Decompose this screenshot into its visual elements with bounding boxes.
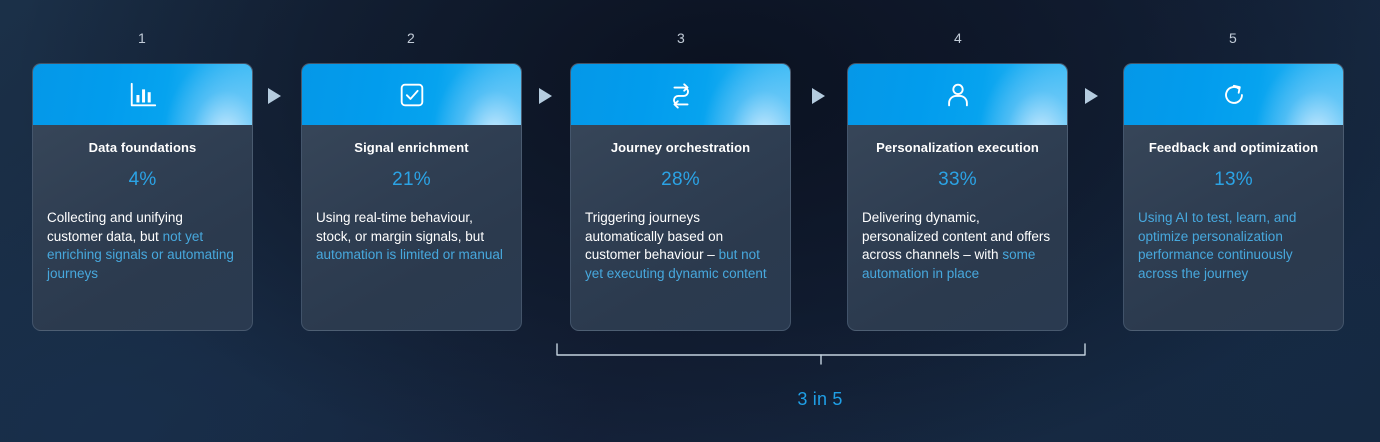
step-number-4: 4	[953, 30, 963, 46]
stage-desc-plain-1: Collecting and unifying customer data, b…	[47, 210, 183, 244]
stage-title-4: Personalization execution	[876, 140, 1039, 155]
stage-title-1: Data foundations	[88, 140, 197, 155]
step-number-5: 5	[1228, 30, 1238, 46]
stage-card-1-body: Data foundations 4% Collecting and unify…	[33, 125, 252, 283]
stage-percent-5: 13%	[1214, 169, 1253, 190]
stage-title-3: Journey orchestration	[610, 140, 751, 155]
stage-description-1: Collecting and unifying customer data, b…	[47, 209, 238, 283]
stage-card-5-header	[1124, 64, 1343, 125]
stage-desc-highlight-4: some automation in place	[862, 247, 1036, 281]
stage-card-5-body: Feedback and optimization 13% Using AI t…	[1124, 125, 1343, 283]
swap-arrows-icon	[672, 82, 689, 108]
step-number-1: 1	[137, 30, 147, 46]
stage-card-1[interactable]: Data foundations 4% Collecting and unify…	[32, 63, 253, 331]
stage-desc-highlight-2: automation is limited or manual	[316, 247, 503, 262]
stage-title-2: Signal enrichment	[354, 140, 469, 155]
stage-description-2: Using real-time behaviour, stock, or mar…	[316, 209, 507, 265]
stage-card-2[interactable]: Signal enrichment 21% Using real-time be…	[301, 63, 522, 331]
stage-desc-highlight-1: not yet enriching signals or automating …	[47, 228, 234, 281]
step-number-2: 2	[406, 30, 416, 46]
stage-description-3: Triggering journeys automatically based …	[585, 209, 776, 283]
stage-percent-2: 21%	[392, 169, 431, 190]
stage-description-4: Delivering dynamic, personalized content…	[862, 209, 1053, 283]
stage-card-4-header	[848, 64, 1067, 125]
stage-card-2-body: Signal enrichment 21% Using real-time be…	[302, 125, 521, 265]
bracket-label: 3 in 5	[797, 389, 843, 409]
separator-arrow-1	[268, 88, 281, 104]
separator-arrow-2	[539, 88, 552, 104]
stage-card-5[interactable]: Feedback and optimization 13% Using AI t…	[1123, 63, 1344, 331]
refresh-loop-icon	[1224, 84, 1243, 104]
stage-card-4-body: Personalization execution 33% Delivering…	[848, 125, 1067, 283]
user-person-icon	[947, 83, 968, 106]
stage-card-3-body: Journey orchestration 28% Triggering jou…	[571, 125, 790, 283]
stage-card-3-header	[571, 64, 790, 125]
stage-card-3[interactable]: Journey orchestration 28% Triggering jou…	[570, 63, 791, 331]
group-bracket	[556, 343, 1086, 365]
stage-title-5: Feedback and optimization	[1148, 140, 1319, 155]
stage-desc-plain-2: Using real-time behaviour, stock, or mar…	[316, 210, 485, 244]
stage-card-4[interactable]: Personalization execution 33% Delivering…	[847, 63, 1068, 331]
checkbox-check-icon	[400, 83, 423, 106]
stage-percent-4: 33%	[938, 169, 977, 190]
stage-desc-plain-3: Triggering journeys automatically based …	[585, 210, 724, 262]
bar-chart-icon	[130, 82, 156, 106]
stage-percent-3: 28%	[661, 169, 700, 190]
stage-card-1-header	[33, 64, 252, 125]
stage-description-5: Using AI to test, learn, and optimize pe…	[1138, 210, 1297, 281]
stage-card-2-header	[302, 64, 521, 125]
stage-percent-1: 4%	[128, 169, 157, 190]
separator-arrow-3	[812, 88, 825, 104]
step-number-3: 3	[676, 30, 686, 46]
separator-arrow-4	[1085, 88, 1098, 104]
stage-desc-highlight-3: but not yet executing dynamic content	[585, 247, 767, 281]
stage-desc-plain-4: Delivering dynamic, personalized content…	[862, 210, 1051, 262]
